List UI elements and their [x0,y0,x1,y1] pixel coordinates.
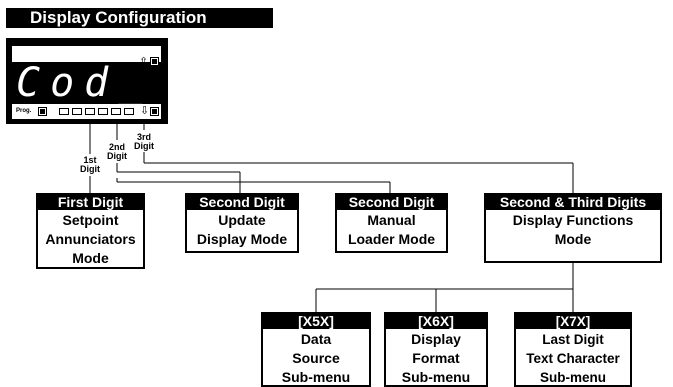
digit-label-first: 1st Digit [75,156,105,174]
submenu-box-x6x: [X6X] Display Format Sub-menu [384,312,488,387]
digit-label-line: Digit [107,151,127,161]
submenu-box-line: Text Character [526,351,620,366]
digit-label-line: 3rd [136,132,151,142]
submenu-box-line: Format [412,350,460,366]
annunciator-led-icon [98,108,108,115]
down-button-icon [150,107,159,116]
digit-label-third: 3rd Digit [129,133,159,151]
annunciator-led-icon [124,108,134,115]
prog-button-icon [38,107,47,116]
submenu-box-x7x: [X7X] Last Digit Text Character Sub-menu [514,312,632,387]
meter-faceplate: ⇧ Cod_ 1 Prog. ⇩ [6,38,221,124]
meter-display: Cod_ 1 [16,60,221,106]
meter-top-strip: ⇧ [12,46,161,68]
mode-box-line: Display Mode [196,231,288,247]
up-arrow-icon: ⇧ [139,56,149,68]
submenu-box-x5x: [X5X] Data Source Sub-menu [261,312,371,387]
digit-label-line: 2nd [108,142,125,152]
digit-label-line: Digit [134,141,154,151]
mode-box-manual-loader: Second Digit Manual Loader Mode [335,193,448,253]
mode-box-header: Second & Third Digits [486,195,660,210]
mode-box-first-digit: First Digit Setpoint Annunciators Mode [36,193,145,269]
mode-box-line: Update [218,212,266,228]
submenu-box-line: Sub-menu [281,369,351,385]
mode-box-header: Second Digit [337,195,446,210]
annunciator-led-icon [111,108,121,115]
submenu-box-line: Sub-menu [401,369,471,385]
meter-bottom-strip: Prog. ⇩ [12,104,161,119]
mode-box-line: Annunciators [45,231,136,247]
mode-box-line: Mode [72,250,109,266]
submenu-box-line: Data [300,331,332,347]
page-title: Display Configuration [6,8,273,28]
mode-box-update-display: Second Digit Update Display Mode [185,193,299,253]
mode-box-line: Display Functions [512,212,634,228]
submenu-box-line: Source [292,350,340,366]
submenu-box-header: [X5X] [263,314,369,329]
digit-label-line: Digit [80,164,100,174]
mode-box-line: Loader Mode [347,231,436,247]
annunciator-led-icon [59,108,69,115]
digit-label-second: 2nd Digit [102,143,132,161]
annunciator-led-icon [85,108,95,115]
up-button-icon [150,57,159,66]
submenu-box-line: Sub-menu [540,370,606,385]
mode-box-header: First Digit [38,195,143,210]
down-arrow-icon: ⇩ [140,105,150,117]
mode-box-line: Mode [554,231,592,247]
digit-label-line: 1st [83,155,97,165]
mode-box-line: Setpoint [62,212,119,228]
mode-box-line: Manual [367,212,416,228]
submenu-box-header: [X6X] [386,314,486,329]
mode-box-header: Second Digit [187,195,297,210]
submenu-box-line: Last Digit [542,332,604,347]
mode-box-display-functions: Second & Third Digits Display Functions … [484,193,662,263]
submenu-box-header: [X7X] [516,314,630,329]
annunciator-led-icon [72,108,82,115]
prog-label: Prog. [16,108,32,114]
submenu-box-line: Display [411,331,461,347]
